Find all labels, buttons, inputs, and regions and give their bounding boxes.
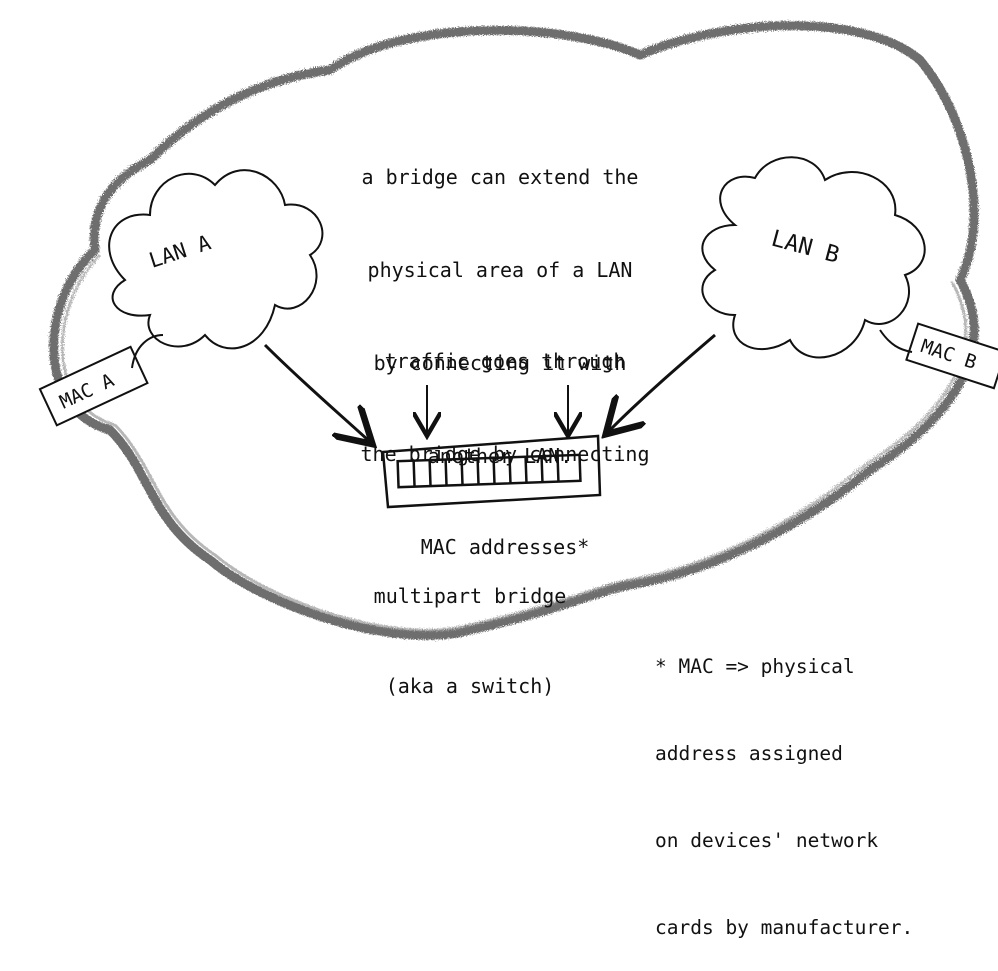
traffic-text: traffic goes through the bridge by conne… [300,284,710,594]
footnote: * MAC => physical address assigned on de… [655,594,995,971]
mac-a-card: MAC A [38,345,149,427]
bridge-ports [396,453,582,489]
lan-a-cloud [108,169,324,350]
bridge-caption-line: multipart bridge [373,584,567,608]
lan-bridge-diagram: LAN A LAN B MAC A MAC B [38,21,998,640]
footnote-line: on devices' network [655,829,879,852]
intro-line: by connecting it with [373,351,627,375]
arrow-lan-b-to-bridge [610,333,716,430]
lan-b-cloud [701,156,926,359]
intro-line: physical area of a LAN [367,258,633,282]
footnote-line: address assigned [655,742,843,765]
footnote-line: cards by manufacturer. [655,916,914,939]
mac-a-connector [131,334,164,369]
outer-cloud-inner-stroke [61,253,968,632]
traffic-line: the bridge by connecting [360,442,650,466]
traffic-line: traffic goes through [384,349,626,373]
bridge-caption: multipart bridge (aka a switch) [320,521,620,731]
mac-b-card: MAC B [905,322,998,390]
arrow-lan-a-to-bridge [263,343,368,440]
traffic-line: MAC addresses* [420,535,590,559]
intro-text: a bridge can extend the physical area of… [300,100,700,503]
mac-b-connector [879,329,913,353]
intro-line: another LAN. [427,444,573,468]
bridge-device [381,434,602,509]
port-dividers [412,455,560,487]
bridge-caption-line: (aka a switch) [385,674,555,698]
footnote-line: * MAC => physical [655,655,855,678]
intro-line: a bridge can extend the [361,165,639,189]
